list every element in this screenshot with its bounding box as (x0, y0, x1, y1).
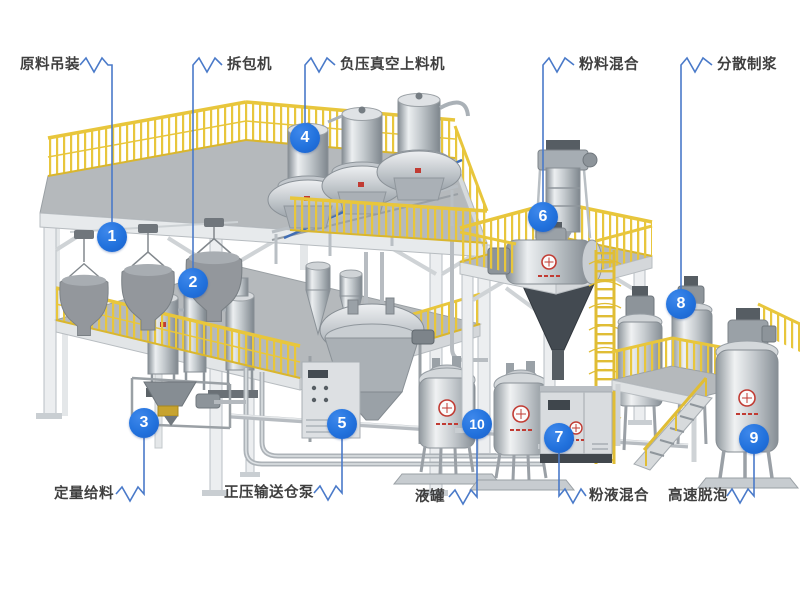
leader-line-5 (313, 439, 343, 502)
marker-6: 6 (528, 202, 558, 232)
fibc-bags (59, 237, 243, 336)
powder-liquid-mixer-cabinet (539, 386, 613, 463)
platform-front-railing (289, 196, 488, 244)
label-pressure-conveying-pump: 正压输送仓泵 (224, 485, 314, 501)
leader-line-1 (79, 56, 113, 222)
leader-line-3 (115, 438, 145, 503)
label-powder-liquid-mixing: 粉液混合 (589, 488, 649, 504)
label-dispersing-pulping: 分散制浆 (717, 57, 777, 73)
marker-5: 5 (327, 409, 357, 439)
stairs (633, 377, 713, 471)
marker-9: 9 (739, 424, 769, 454)
leader-line-9 (726, 454, 755, 505)
marker-7: 7 (544, 423, 574, 453)
label-liquid-tank: 液罐 (415, 489, 445, 505)
label-quantitative-feeding: 定量给料 (54, 486, 114, 502)
marker-3: 3 (129, 408, 159, 438)
leader-line-2 (192, 56, 223, 268)
leader-line-4 (304, 56, 336, 123)
leader-line-7 (558, 453, 587, 505)
label-bag-breaking-machine: 拆包机 (227, 57, 272, 73)
dispersing-station (611, 276, 800, 471)
leader-line-6 (542, 56, 575, 202)
liquid-tanks (392, 356, 576, 491)
label-vacuum-feeder: 负压真空上料机 (340, 57, 445, 73)
marker-4: 4 (290, 123, 320, 153)
mezzanine-platform (54, 265, 482, 477)
leader-lines (79, 56, 755, 506)
marker-10: 10 (462, 409, 492, 439)
leader-line-8 (680, 56, 713, 289)
label-powder-mixing: 粉料混合 (579, 57, 639, 73)
marker-1: 1 (97, 222, 127, 252)
leader-line-10 (448, 439, 478, 506)
label-raw-material-hoisting: 原料吊装 (20, 57, 80, 73)
marker-8: 8 (666, 289, 696, 319)
marker-2: 2 (178, 268, 208, 298)
label-high-speed-defoaming: 高速脱泡 (668, 488, 728, 504)
